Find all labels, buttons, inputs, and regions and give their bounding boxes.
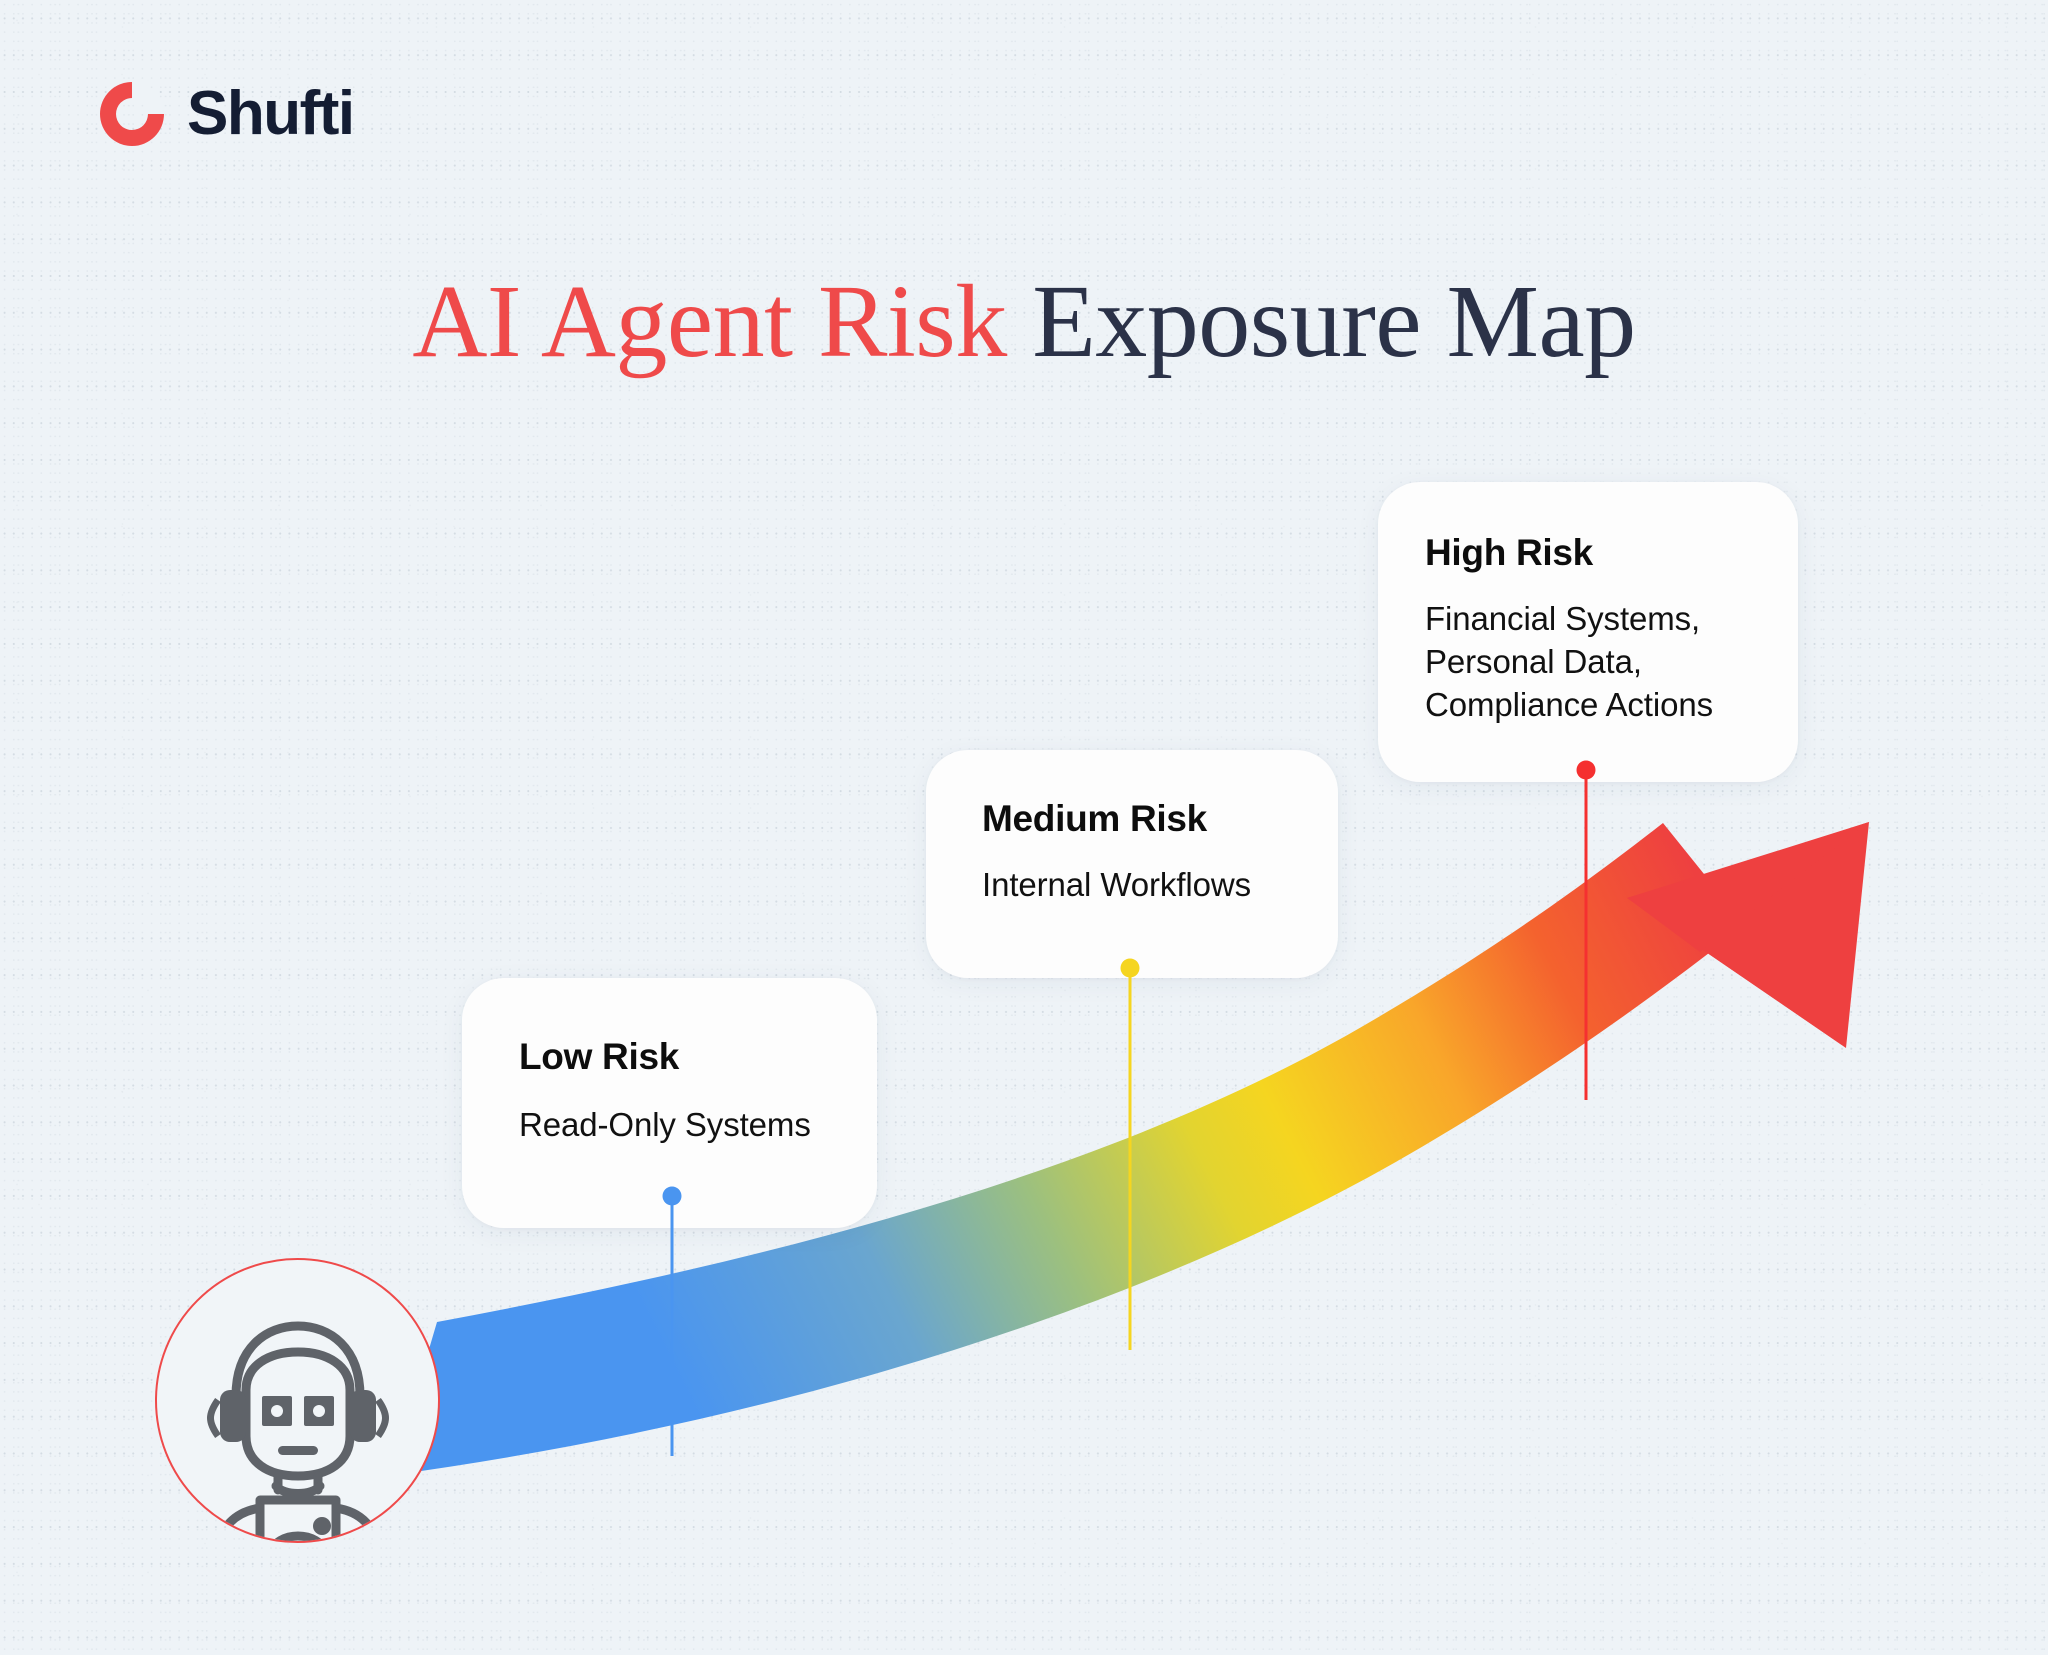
risk-card-high[interactable]: High Risk Financial Systems, Personal Da… [1378, 482, 1798, 782]
connector-high-marker [1576, 760, 1596, 780]
connector-high-stem [1584, 770, 1588, 1100]
ai-agent-badge [155, 1258, 440, 1543]
risk-card-high-title: High Risk [1425, 532, 1593, 573]
risk-card-medium-description: Internal Workflows [982, 866, 1252, 903]
risk-card-high-description: Financial Systems, Personal Data, Compli… [1425, 600, 1714, 723]
connector-medium-stem [1128, 968, 1132, 1350]
robot-headset-icon [206, 1321, 389, 1541]
connector-medium-marker [1120, 958, 1140, 978]
risk-card-low-title: Low Risk [519, 1036, 680, 1077]
brand-wordmark: Shufti [187, 79, 355, 148]
brand-logo[interactable]: Shufti [96, 78, 355, 150]
connector-low-marker [662, 1186, 682, 1206]
page-title-accent: AI Agent Risk [412, 264, 1007, 379]
connector-low-stem [670, 1196, 674, 1456]
shufti-ring-icon [100, 82, 164, 146]
risk-card-low[interactable]: Low Risk Read-Only Systems [462, 978, 877, 1228]
page-title-dark: Exposure Map [1006, 264, 1636, 379]
risk-card-medium-title: Medium Risk [982, 798, 1207, 839]
page-title: AI Agent Risk Exposure Map [0, 270, 2048, 374]
risk-card-low-description: Read-Only Systems [519, 1106, 811, 1143]
risk-card-medium[interactable]: Medium Risk Internal Workflows [926, 750, 1338, 978]
